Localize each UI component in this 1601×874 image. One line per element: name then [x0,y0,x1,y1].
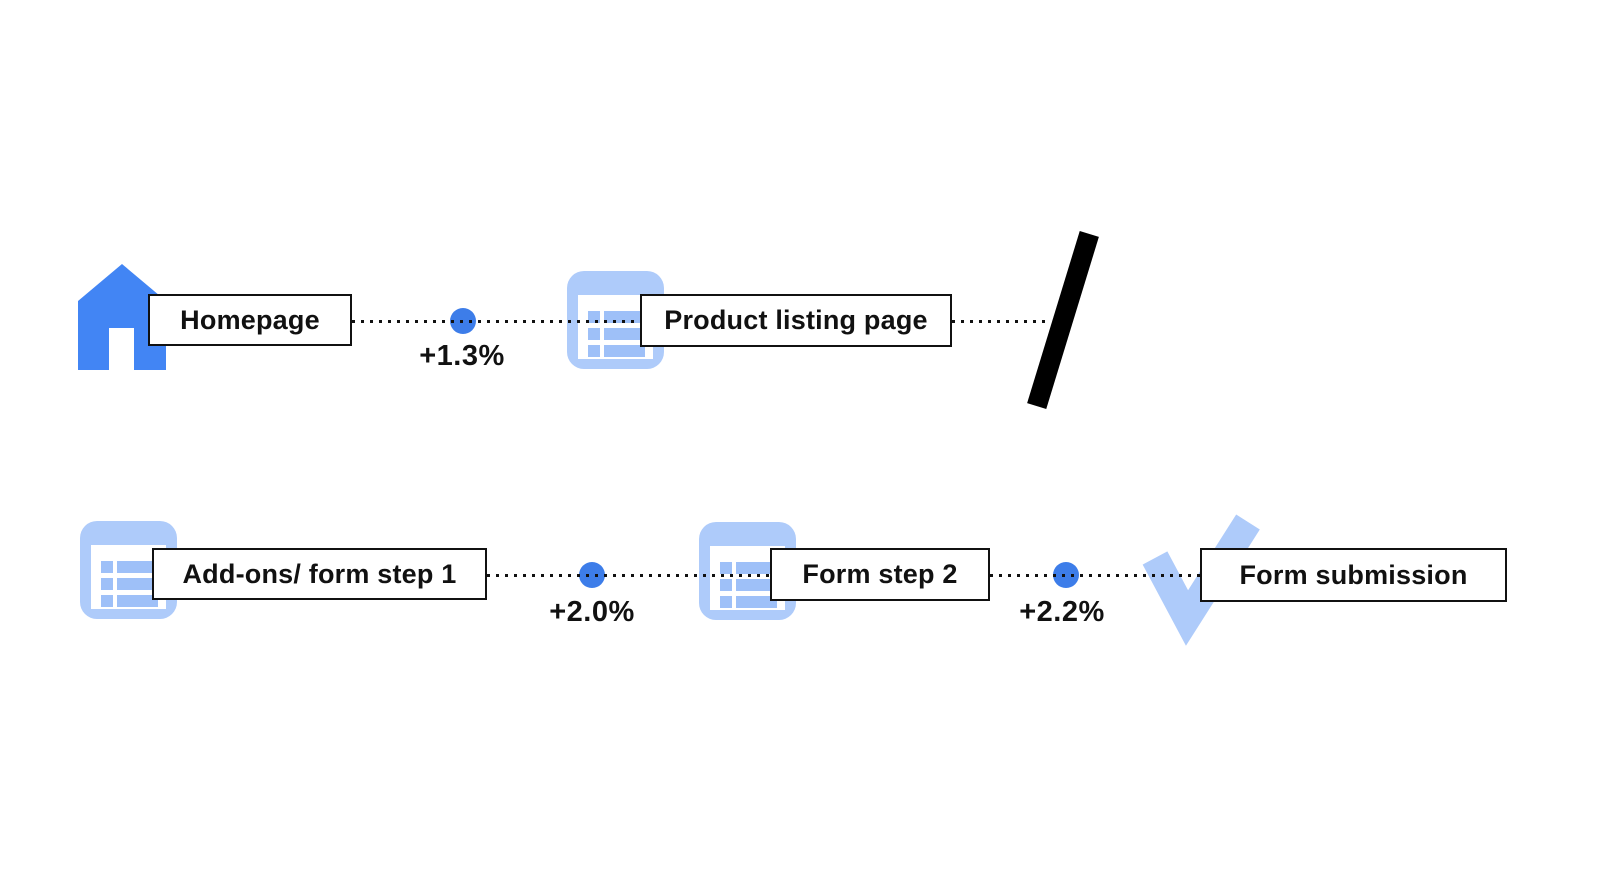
step-label: Form submission [1239,559,1468,590]
step-box-form-step-2: Form step 2 [770,548,990,601]
home-icon [78,264,168,370]
step-label: Form step 2 [802,559,958,589]
step-box-homepage: Homepage [148,294,352,346]
dotted-connector [990,574,1200,577]
conversion-delta-label: +1.3% [419,340,505,372]
dotted-connector [952,320,1050,323]
step-box-product-listing-page: Product listing page [640,294,952,347]
step-label: Product listing page [664,305,928,335]
conversion-delta-label: +2.2% [1019,596,1105,628]
dotted-connector [352,320,640,323]
step-label: Add-ons/ form step 1 [182,558,457,589]
conversion-delta-label: +2.0% [549,596,635,628]
step-box-form-submission: Form submission [1200,548,1507,602]
step-box-addons-form-step-1: Add-ons/ form step 1 [152,548,487,600]
step-label: Homepage [180,304,320,335]
dotted-connector [487,574,770,577]
